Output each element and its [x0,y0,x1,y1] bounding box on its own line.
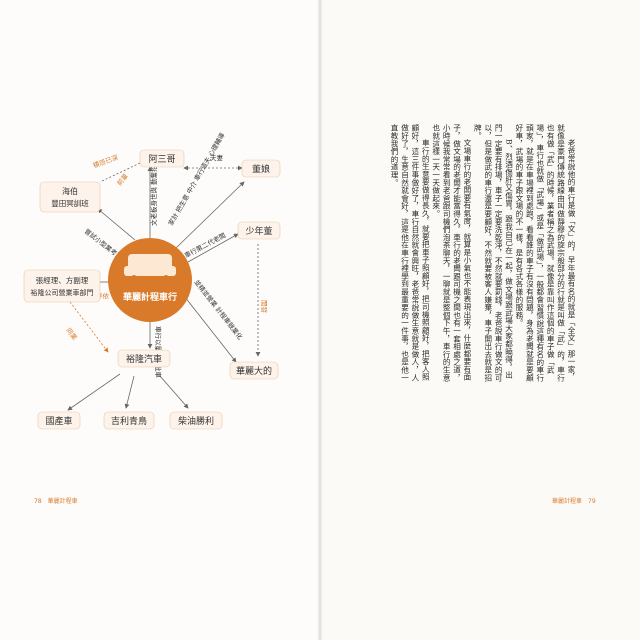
book-gutter [318,0,322,640]
edge-yulong-jili [124,375,135,409]
node-label-jili: 吉利青鳥 [111,415,147,427]
node-huali: 華麗大的 [229,361,279,380]
edge-center-shaonian [187,233,239,263]
node-label-shaonian: 少年董 [245,225,272,237]
node-label-zhang-1: 張經理、方副理 [36,275,89,285]
edge-label-chaoshi: 同業 [64,326,79,342]
body-text: 老爸常說他的車行是做「文」的，早年最有名的就是「全文」那一家，就像是豪門傳統路線… [368,124,576,386]
left-page-number: 78 華麗計程車 [34,498,78,505]
node-guochan: 國產車 [37,411,81,430]
body-paragraph: 文場車行的老闆要有氣度，就算是小氣也不能表現出來，什麼都要有面子，做文場的老闆才… [431,124,472,382]
node-label-guochan: 國產車 [45,415,72,427]
node-label-yulong: 裕隆汽車 [126,353,162,365]
node-label-haibo-2: 豐田冥訓班 [51,198,89,208]
edge-label-cunlian: 存依 [96,291,110,300]
edge-label-zhuanwai: 家計 把生意 中介 車行道夫 心理輔導 [166,130,227,227]
node-label-haibo-1: 海伯 [62,186,78,196]
node-label-huali: 華麗大的 [236,365,272,377]
edge-center-dongniang [175,181,245,249]
node-shaonian: 少年董 [237,221,281,240]
node-zhang: 張經理、方副理 裕隆公司營業車部門 [23,269,101,303]
edge-label-yuanchou: 積怨已深 [92,152,120,170]
node-chaiyou: 柴油勝利 [169,411,223,430]
center-node: 華麗計程車行 [108,238,192,322]
node-haibo: 海伯 豐田冥訓班 [39,181,101,213]
edge-label-jiafa: 並精並營業 計程車競業化 [192,278,245,342]
right-page-number: 華麗計程車 79 [552,498,596,505]
node-jili: 吉利青鳥 [103,411,155,430]
edge-label-laochuan: 文老板身世與 勤奮招牌 [149,158,158,226]
node-label-chaiyou: 柴油勝利 [178,415,214,427]
edge-yulong-guochan [67,373,121,411]
body-paragraph: 老爸常說他的車行是做「文」的，早年最有名的就是「全文」那一家，就像是豪門傳統路線… [514,124,576,382]
node-label-dongniang: 董娘 [252,163,270,175]
edge-zhang-yulong [69,301,109,353]
node-label-zhang-2: 裕隆公司營業車部門 [31,288,94,297]
edge-label-gongshi: 開發 [260,300,269,314]
node-label-asan: 阿三哥 [148,154,175,165]
edge-asan-haibo [99,162,141,183]
edge-yulong-chaiyou [159,375,189,409]
relationship-diagram: 夫妻 積怨已深 前輩 嘗試小型業考頂替精神 文老板身世與 勤奮招牌 家計 把生意… [23,130,281,430]
edge-center-huali [180,291,237,363]
node-yulong: 裕隆汽車 [117,349,171,368]
body-paragraph: 車行的生意要做得長久，就要把車子照顧好，把司機照顧好，把客人照顧好，這三件事做好… [390,124,431,382]
edge-center-haibo [97,208,136,241]
edge-label-fuqi: 夫妻 [210,153,224,162]
center-label: 華麗計程車行 [123,291,177,303]
body-paragraph: B、烈酒傷肝又傷胃，跟我自己在一起，做文場跟武場大家都曉得，出門一定要有排場，車… [473,124,514,382]
node-asan: 阿三哥 [139,149,185,168]
node-dongniang: 董娘 [241,159,281,178]
right-page [320,0,640,640]
